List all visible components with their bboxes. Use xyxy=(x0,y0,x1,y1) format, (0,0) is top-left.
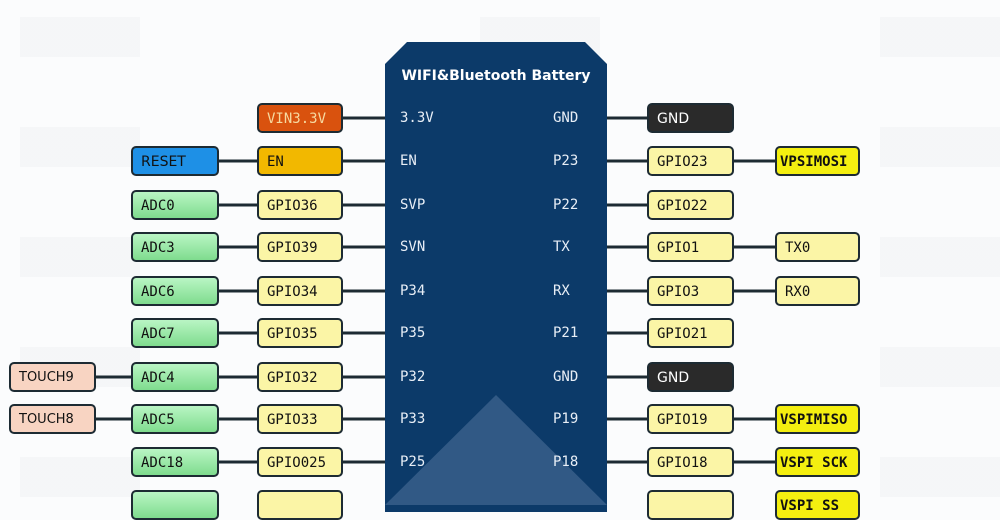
connector-line xyxy=(607,289,647,293)
connector-line xyxy=(219,245,257,249)
connector-line xyxy=(343,203,385,207)
board-pin-label: RX xyxy=(553,283,570,299)
connector-line xyxy=(219,203,257,207)
adc-label: ADC7 xyxy=(131,318,219,348)
gnd-label: GND xyxy=(647,362,734,392)
gpio-label: GPIO32 xyxy=(257,362,343,392)
gpio-label: EN xyxy=(257,146,343,176)
connector-line xyxy=(734,417,775,421)
connector-line xyxy=(343,375,385,379)
board-pin-label: P34 xyxy=(400,283,426,299)
connector-line xyxy=(607,116,647,120)
adc-label: ADC5 xyxy=(131,404,219,434)
board-pin-label: GND xyxy=(553,110,579,126)
gpio-label: GPIO22 xyxy=(647,190,734,220)
touch-label: TOUCH9 xyxy=(9,362,96,392)
board-pin-label: P19 xyxy=(553,411,579,427)
adc-label: ADC4 xyxy=(131,362,219,392)
adc-label: ADC6 xyxy=(131,276,219,306)
connector-line xyxy=(607,375,647,379)
function-label: VSPI SCK xyxy=(775,447,860,477)
adc-label-partial xyxy=(131,490,219,520)
adc-label: ADC3 xyxy=(131,232,219,262)
gpio-label: GPIO39 xyxy=(257,232,343,262)
board-pin-label: P35 xyxy=(400,325,426,341)
function-label: VSPI SS xyxy=(775,490,860,520)
connector-line xyxy=(96,417,131,421)
gpio-label: GPIO21 xyxy=(647,318,734,348)
connector-line xyxy=(607,460,647,464)
connector-line xyxy=(734,159,775,163)
gpio-label: GPIO025 xyxy=(257,447,343,477)
gpio-label: GPIO34 xyxy=(257,276,343,306)
connector-line xyxy=(607,331,647,335)
connector-line xyxy=(343,417,385,421)
adc-label: ADC18 xyxy=(131,447,219,477)
board-title: WIFI&Bluetooth Battery xyxy=(401,68,591,84)
board-pin-label: P33 xyxy=(400,411,426,427)
connector-line xyxy=(343,116,385,120)
board-pin-label: GND xyxy=(553,369,579,385)
connector-line xyxy=(219,331,257,335)
function-label: TX0 xyxy=(775,232,860,262)
gpio-label-partial xyxy=(647,490,734,520)
board-pin-label: TX xyxy=(553,239,570,255)
gpio-label: GPIO18 xyxy=(647,447,734,477)
gpio-label: GPIO23 xyxy=(647,146,734,176)
board-pin-label: 3.3V xyxy=(400,110,434,126)
function-label: VSPIMISO xyxy=(775,404,860,434)
connector-line xyxy=(734,460,775,464)
board-pin-label: EN xyxy=(400,153,417,169)
board-pin-label: P23 xyxy=(553,153,579,169)
gnd-label: GND xyxy=(647,103,734,133)
esp32-board xyxy=(385,42,607,512)
connector-line xyxy=(607,159,647,163)
connector-line xyxy=(219,417,257,421)
connector-line xyxy=(343,289,385,293)
board-pin-label: SVN xyxy=(400,239,426,255)
board-pin-label: P25 xyxy=(400,454,426,470)
gpio-label: GPIO3 xyxy=(647,276,734,306)
connector-line xyxy=(219,289,257,293)
touch-label: TOUCH8 xyxy=(9,404,96,434)
connector-line xyxy=(734,289,775,293)
board-pin-label: P22 xyxy=(553,197,579,213)
gpio-label: GPIO35 xyxy=(257,318,343,348)
adc-label: ADC0 xyxy=(131,190,219,220)
connector-line xyxy=(96,375,131,379)
gpio-label: VIN3.3V xyxy=(257,103,343,133)
gpio-label: GPIO36 xyxy=(257,190,343,220)
board-pin-label: P21 xyxy=(553,325,579,341)
connector-line xyxy=(607,245,647,249)
function-label: VPSIMOSI xyxy=(775,146,860,176)
connector-line xyxy=(219,375,257,379)
connector-line xyxy=(343,245,385,249)
connector-line xyxy=(343,331,385,335)
board-pin-label: P32 xyxy=(400,369,426,385)
gpio-label: GPIO33 xyxy=(257,404,343,434)
connector-line xyxy=(607,203,647,207)
connector-line xyxy=(219,460,257,464)
gpio-label: GPIO1 xyxy=(647,232,734,262)
function-label: RX0 xyxy=(775,276,860,306)
connector-line xyxy=(607,417,647,421)
watermark xyxy=(880,0,1000,497)
connector-line xyxy=(343,460,385,464)
connector-line xyxy=(734,245,775,249)
gpio-label-partial xyxy=(257,490,343,520)
connector-line xyxy=(219,159,257,163)
board-pin-label: P18 xyxy=(553,454,579,470)
gpio-label: GPIO19 xyxy=(647,404,734,434)
board-pin-label: SVP xyxy=(400,197,426,213)
connector-line xyxy=(343,159,385,163)
reset-label: RESET xyxy=(131,146,219,176)
